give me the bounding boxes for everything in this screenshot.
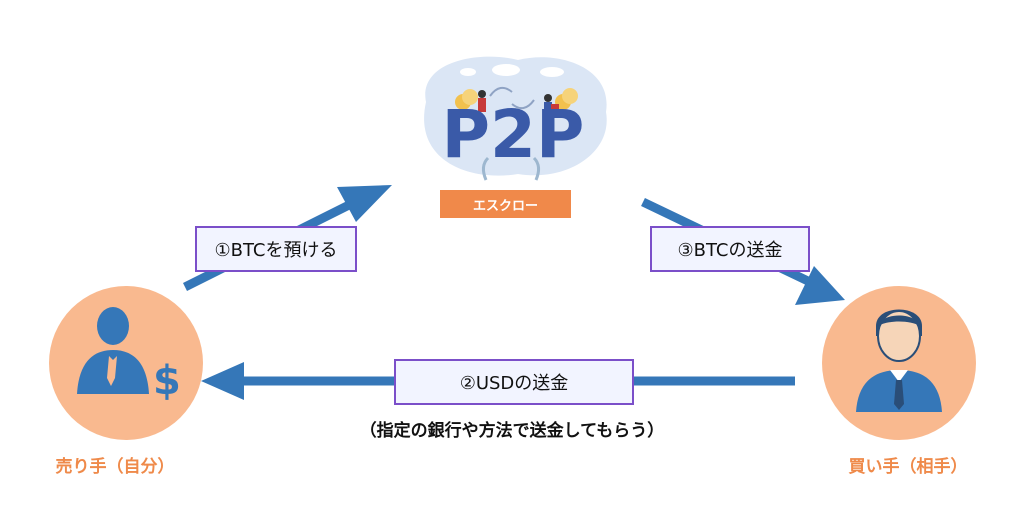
step-send-usd-label: ②USDの送金: [394, 359, 634, 405]
payment-method-note: （指定の銀行や方法で送金してもらう）: [359, 421, 665, 441]
step-send-btc-label: ③BTCの送金: [650, 226, 810, 272]
buyer-label: 買い手（相手）: [848, 457, 968, 477]
seller-avatar: $: [49, 286, 203, 440]
escrow-badge: エスクロー: [440, 190, 571, 218]
svg-text:$: $: [153, 358, 181, 404]
businessman-icon: [856, 309, 942, 412]
p2p-logo-text: P2P: [441, 96, 585, 173]
seller-label: 売り手（自分）: [55, 457, 175, 477]
buyer-avatar: [822, 286, 976, 440]
step-deposit-btc-label: ①BTCを預ける: [195, 226, 357, 272]
p2p-illustration: P2P: [408, 42, 616, 190]
seller-with-dollar-icon: $: [77, 307, 181, 404]
